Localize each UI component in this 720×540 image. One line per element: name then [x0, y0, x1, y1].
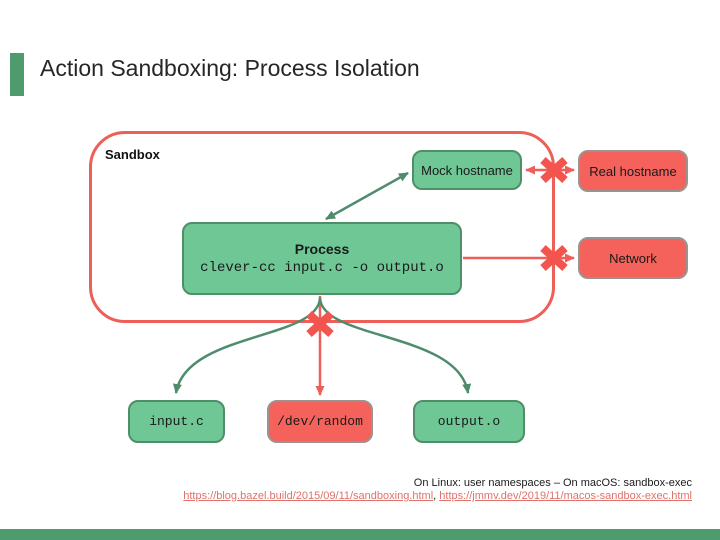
network-box: Network: [578, 237, 688, 279]
input-file-label: input.c: [149, 414, 204, 429]
footer-link-bazel[interactable]: https://blog.bazel.build/2015/09/11/sand…: [183, 490, 434, 502]
mock-hostname-label: Mock hostname: [421, 162, 513, 178]
process-title: Process: [294, 241, 350, 257]
sandbox-label: Sandbox: [105, 147, 160, 162]
network-label: Network: [609, 250, 657, 266]
real-hostname-label: Real hostname: [589, 163, 677, 179]
dev-random-box: /dev/random: [267, 400, 373, 443]
output-file-box: output.o: [413, 400, 525, 443]
footer-note: On Linux: user namespaces – On macOS: sa…: [413, 477, 692, 489]
bottom-accent-bar: [0, 529, 720, 540]
footer-links: https://blog.bazel.build/2015/09/11/sand…: [183, 490, 692, 503]
output-file-label: output.o: [437, 414, 501, 429]
real-hostname-box: Real hostname: [578, 150, 688, 192]
footer: On Linux: user namespaces – On macOS: sa…: [183, 477, 692, 503]
mock-hostname-box: Mock hostname: [412, 150, 522, 190]
title-accent-bar: [10, 53, 24, 96]
input-file-box: input.c: [128, 400, 225, 443]
footer-link-separator: ,: [433, 490, 440, 502]
process-box: Process clever-cc input.c -o output.o: [182, 222, 462, 295]
dev-random-label: /dev/random: [277, 414, 363, 429]
page-title: Action Sandboxing: Process Isolation: [40, 55, 420, 81]
footer-link-jmmv[interactable]: https://jmmv.dev/2019/11/macos-sandbox-e…: [439, 490, 692, 502]
process-command: clever-cc input.c -o output.o: [200, 260, 444, 276]
